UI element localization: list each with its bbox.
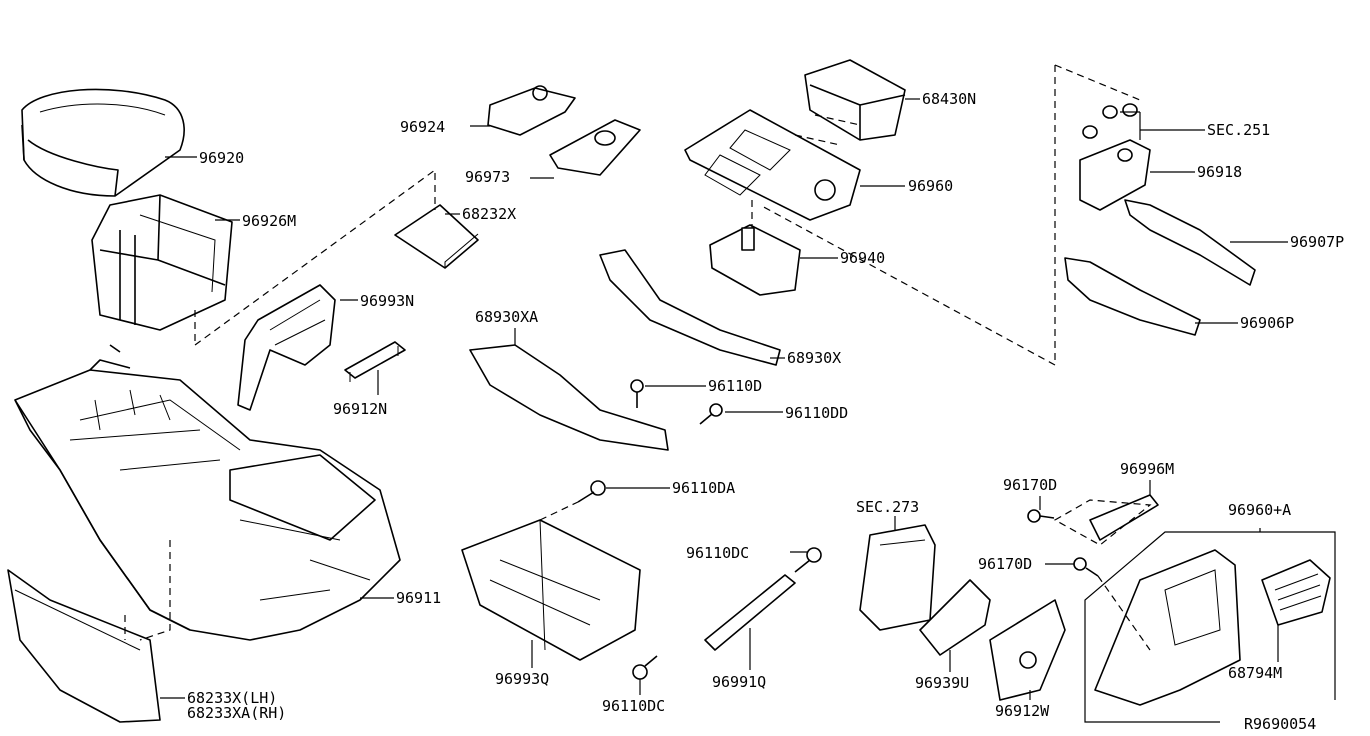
- label-96906P: 96906P: [1240, 314, 1294, 332]
- clip-96912N-part: [344, 341, 406, 382]
- unit-96939U-part: [919, 579, 991, 656]
- label-96993Q: 96993Q: [495, 670, 549, 688]
- dashed-assembly-lines: [124, 64, 1152, 651]
- assembly-box-96960A: [1084, 528, 1336, 723]
- label-96110DC-b: 96110DC: [602, 697, 665, 715]
- label-96960: 96960: [908, 177, 953, 195]
- frame-96993Q-part: [461, 519, 641, 661]
- label-96960A: 96960+A: [1228, 501, 1291, 519]
- rod-96991Q-part: [704, 574, 796, 651]
- bolt-96170D-a-part: [1027, 509, 1055, 523]
- leader-lines: [160, 98, 1288, 700]
- mat-68232X-part: [394, 204, 479, 269]
- label-96110DD: 96110DD: [785, 404, 848, 422]
- label-68930X: 68930X: [787, 349, 841, 367]
- label-96110DA: 96110DA: [672, 479, 735, 497]
- label-96991Q: 96991Q: [712, 673, 766, 691]
- label-68930XA: 68930XA: [475, 308, 538, 326]
- finisher-96906P-part: [1064, 257, 1201, 336]
- label-68233X: 68233X(LH): [187, 689, 277, 707]
- bolt-96110DC-a-part: [794, 547, 822, 573]
- label-96912W: 96912W: [995, 702, 1050, 720]
- bolt-96110D-part: [630, 379, 644, 408]
- label-96170D-b: 96170D: [978, 555, 1032, 573]
- console-box-part: [91, 194, 233, 331]
- console-body-part: [14, 344, 401, 641]
- bracket-96993N-part: [237, 284, 336, 411]
- cover-96973-part: [549, 119, 641, 176]
- label-SEC273: SEC.273: [856, 498, 919, 516]
- bracket-96996M-part: [1089, 494, 1159, 541]
- label-96996M: 96996M: [1120, 460, 1174, 478]
- label-68233XA: 68233XA(RH): [187, 704, 286, 722]
- label-SEC251: SEC.251: [1207, 121, 1270, 139]
- label-96926M: 96926M: [242, 212, 296, 230]
- finisher-96907P-part: [1124, 199, 1256, 286]
- side-cover-68233X-part: [7, 569, 161, 723]
- rear-panel-96960A-part: [1094, 549, 1241, 706]
- bracket-96912W-part: [989, 599, 1066, 701]
- label-96973: 96973: [465, 168, 510, 186]
- label-96110DC-a: 96110DC: [686, 544, 749, 562]
- bolt-96170D-b-part: [1073, 557, 1099, 577]
- finisher-68930XA-part: [469, 344, 669, 451]
- duct-SEC273-part: [859, 524, 936, 631]
- vent-68794M-part: [1261, 559, 1331, 626]
- label-96911: 96911: [396, 589, 441, 607]
- shifter-96940-part: [709, 224, 801, 296]
- bolt-96110DC-b-part: [632, 655, 658, 680]
- armrest-lid-part: [21, 88, 185, 197]
- label-96940: 96940: [840, 249, 885, 267]
- diagram-id: R9690054: [1244, 715, 1316, 733]
- part-labels: 96920 96926M 96924 96973 68232X 68430N 9…: [187, 90, 1344, 733]
- bolt-96110DD-part: [699, 403, 723, 425]
- switch-96918-part: [1079, 103, 1151, 211]
- panel-96960-part: [684, 109, 861, 221]
- label-96924: 96924: [400, 118, 445, 136]
- label-96993N: 96993N: [360, 292, 414, 310]
- label-96907P: 96907P: [1290, 233, 1344, 251]
- label-68794M: 68794M: [1228, 664, 1282, 682]
- label-68232X: 68232X: [462, 205, 516, 223]
- label-68430N: 68430N: [922, 90, 976, 108]
- label-96918: 96918: [1197, 163, 1242, 181]
- tray-68430N-part: [804, 59, 906, 141]
- label-96939U: 96939U: [915, 674, 969, 692]
- label-96110D: 96110D: [708, 377, 762, 395]
- bracket-96924-part: [487, 85, 576, 136]
- label-96912N: 96912N: [333, 400, 387, 418]
- label-96920: 96920: [199, 149, 244, 167]
- bolt-96110DA-part: [577, 480, 606, 503]
- label-96170D-a: 96170D: [1003, 476, 1057, 494]
